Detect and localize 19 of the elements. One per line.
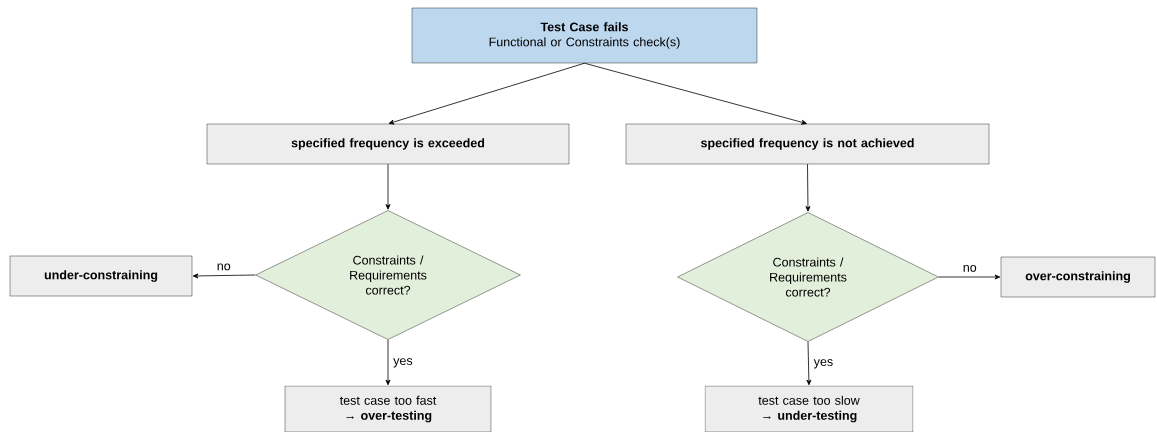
arrow <box>385 339 391 386</box>
process-box: test case too fast → over-testing <box>284 385 492 432</box>
process-box: test case too slow → under-testing <box>704 385 914 432</box>
edge-label: yes <box>812 358 835 370</box>
edge-label: no <box>961 263 978 273</box>
edge-label: yes <box>392 357 414 369</box>
process-box: Test Case fails Functional or Constraints check(s) <box>411 7 758 64</box>
process-box: under-constraining <box>9 255 193 297</box>
arrow <box>192 273 256 279</box>
arrow <box>805 163 811 212</box>
edge-label: no <box>215 262 232 272</box>
arrow <box>385 163 391 210</box>
arrow <box>938 274 1001 280</box>
arrow <box>388 62 585 125</box>
process-box: specified frequency is exceeded <box>206 123 570 165</box>
arrow <box>584 62 807 125</box>
process-box: specified frequency is not achieved <box>625 123 990 165</box>
arrow <box>806 341 812 386</box>
process-box: over-constraining <box>1000 256 1156 298</box>
